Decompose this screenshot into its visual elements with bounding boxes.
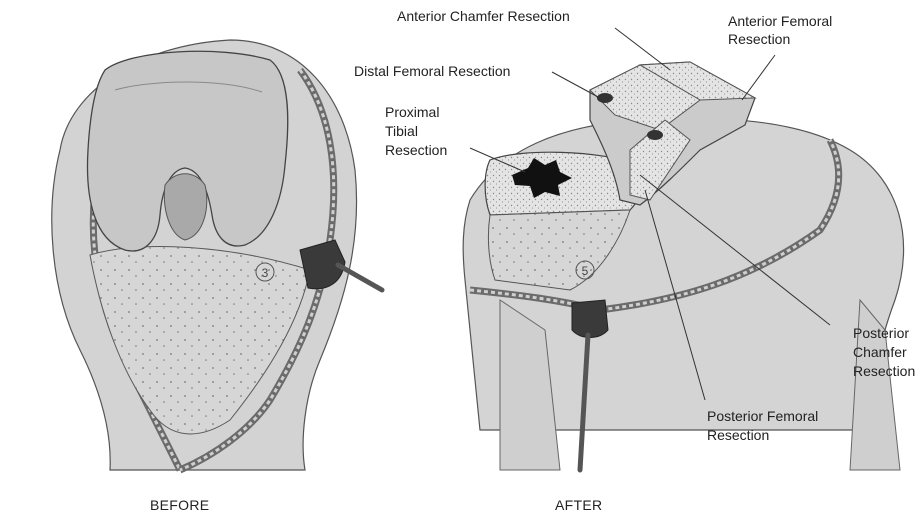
label-posterior-chamfer-line3: Resection	[853, 363, 915, 380]
label-posterior-femoral-line1: Posterior Femoral	[707, 408, 818, 425]
after-retractor	[572, 300, 608, 338]
label-anterior-chamfer-resection: Anterior Chamfer Resection	[397, 8, 570, 25]
leader-distal-femoral	[552, 72, 600, 98]
label-anterior-femoral-line1: Anterior Femoral	[728, 13, 832, 30]
before-knee-illustration: 3	[52, 40, 382, 470]
label-posterior-chamfer-line1: Posterior	[853, 325, 909, 342]
after-marker-5: 5	[582, 264, 589, 278]
label-proximal-tibial-line2: Tibial	[385, 123, 418, 140]
label-distal-femoral-resection: Distal Femoral Resection	[354, 63, 510, 80]
caption-after: AFTER	[555, 497, 602, 513]
label-proximal-tibial-line1: Proximal	[385, 104, 439, 121]
label-anterior-femoral-line2: Resection	[728, 31, 790, 48]
leader-anterior-chamfer	[615, 28, 670, 70]
label-proximal-tibial-line3: Resection	[385, 142, 447, 159]
leader-anterior-femoral	[742, 55, 775, 100]
caption-before: BEFORE	[150, 497, 209, 513]
after-knee-illustration: 5	[463, 62, 903, 470]
before-marker-3: 3	[262, 266, 269, 280]
label-posterior-chamfer-line2: Chamfer	[853, 344, 907, 361]
label-posterior-femoral-line2: Resection	[707, 427, 769, 444]
